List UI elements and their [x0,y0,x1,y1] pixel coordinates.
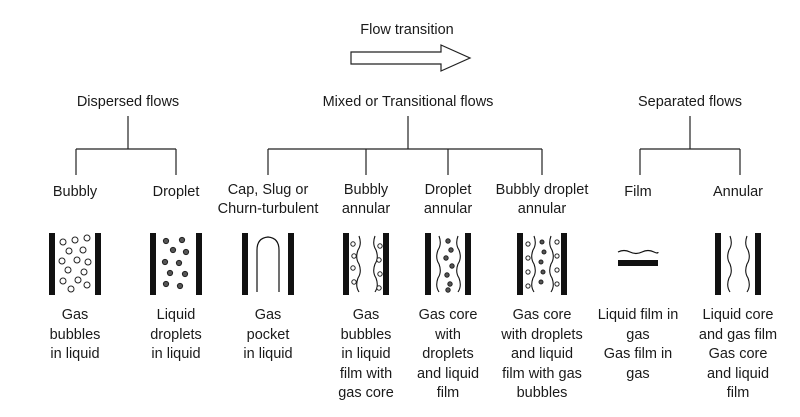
regime-name-line: Annular [713,184,763,200]
slug-pipe-icon [242,233,294,295]
regime-description-line: with droplets [501,326,583,343]
regime-description-line: droplets [422,346,474,362]
regime-description-2: Gas pocket in liquid [243,306,292,365]
regime-name-line: Droplet [152,184,200,200]
regime-description-5: Gas core with droplets and liquid film with… [501,306,582,404]
regime-name-7: Annular [713,183,763,202]
regime-description-line: pocket [246,326,290,343]
regime-description-line: in liquid [151,346,201,362]
regime-description-line: Gas [61,307,89,323]
regime-name-line: Bubbly droplet [495,182,589,198]
regime-description-line: droplets [150,326,202,343]
regime-name-0: Bubbly [53,183,97,202]
regime-description-0: Gas bubbles in liquid [50,306,101,365]
regime-description-line: Gas [254,307,282,323]
regime-description-line: film with [339,365,393,382]
regime-name-line: annular [517,201,567,217]
regime-description-line: gas [626,326,650,343]
regime-name-line: Bubbly [52,184,98,200]
regime-description-line: Gas [352,307,380,323]
regime-name-line: annular [341,201,391,217]
regime-description-line: Liquid [156,307,196,323]
regime-description-line: bubbles [516,385,568,401]
regime-description-line: Gas film in [603,346,673,362]
regime-description-line: and liquid [706,365,770,382]
droplet-pipe-icon [150,233,202,295]
category-mixed-flows: Mixed or Transitional flows [322,94,494,110]
regime-description-line: bubbles [340,326,392,343]
regime-name-line: Droplet [424,182,472,198]
regime-description-line: gas [626,365,650,382]
film-icon [617,249,659,266]
regime-name-5: Bubbly droplet annular [496,181,589,219]
droplet-annular-pipe-icon [425,233,471,295]
regime-description-line: Liquid film in [597,307,679,323]
category-dispersed-flows: Dispersed flows [76,94,180,110]
regime-description-line: with [435,326,461,343]
regime-description-line: and gas film [698,326,778,343]
regime-name-1: Droplet [153,183,200,202]
regime-description-line: Gas core [708,346,768,362]
regime-name-line: Film [624,184,652,200]
regime-name-6: Film [624,183,651,202]
transition-arrow-icon [350,44,472,72]
regime-description-line: bubbles [49,326,101,343]
regime-description-line: Gas core [512,307,572,323]
regime-name-line: Bubbly [343,182,389,198]
regime-description-line: Liquid core [702,307,774,323]
regime-description-line: gas core [338,385,394,401]
regime-description-line: film [726,385,750,401]
bubbly-pipe-icon [49,233,101,295]
bubbly-droplet-annular-pipe-icon [517,233,567,295]
regime-name-line: annular [423,201,473,217]
regime-description-line: Gas core [418,307,478,323]
regime-description-line: and liquid [510,346,574,362]
regime-name-2: Cap, Slug or Churn-turbulent [218,181,319,219]
diagram-title: Flow transition [360,22,454,38]
regime-description-line: in liquid [50,346,100,362]
regime-name-line: Cap, Slug or [227,182,309,198]
regime-description-1: Liquid droplets in liquid [150,306,202,365]
regime-description-line: film [436,385,460,401]
regime-name-4: Droplet annular [424,181,472,219]
regime-description-line: in liquid [341,346,391,362]
regime-name-line: Churn-turbulent [217,201,319,217]
regime-description-line: in liquid [243,346,293,362]
regime-name-3: Bubbly annular [342,181,390,219]
annular-pipe-icon [715,233,761,295]
bubbly-annular-pipe-icon [343,233,389,295]
regime-description-3: Gas bubbles in liquid film with gas core [338,306,394,404]
regime-description-4: Gas core with droplets and liquid film [417,306,479,404]
category-separated-flows: Separated flows [638,94,742,110]
regime-description-line: film with gas [502,365,582,382]
regime-description-line: and liquid [416,365,480,382]
